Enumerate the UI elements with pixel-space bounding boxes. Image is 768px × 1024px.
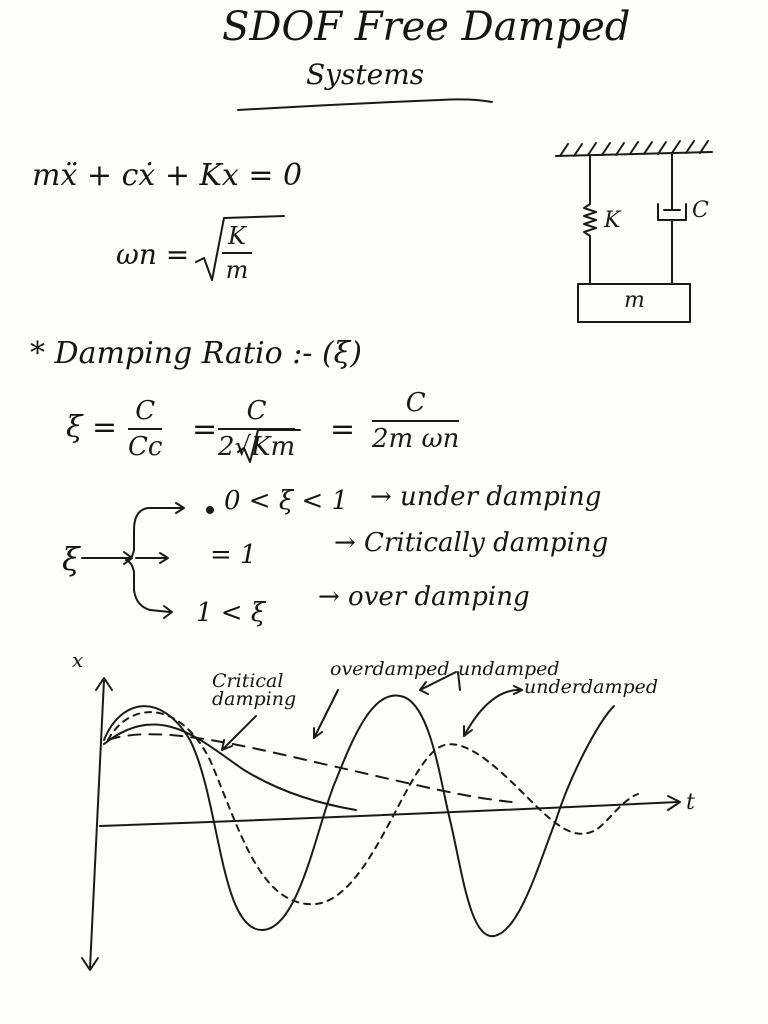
frac1-numerator: C — [128, 396, 163, 430]
equation-of-motion: mẍ + cẋ + Kx = 0 — [32, 158, 303, 193]
damping-ratio-frac-3: C 2m ωn — [372, 388, 460, 454]
damper-label: C — [692, 198, 709, 223]
page-title: SDOF Free Damped — [222, 4, 631, 50]
curve-overdamped — [107, 733, 513, 803]
damping-ratio-lhs: ξ = — [66, 410, 118, 445]
pointer-critical — [221, 715, 257, 751]
pointer-overdamped — [313, 689, 339, 739]
natural-frequency-numerator: K — [222, 222, 252, 254]
spring — [583, 155, 597, 285]
annotation-undamped: undamped — [458, 658, 560, 680]
page-subtitle: Systems — [306, 58, 425, 91]
curve-critical-damping — [103, 723, 357, 811]
damping-ratio-frac-1: C Cc — [128, 396, 163, 462]
case-3-condition: 1 < ξ — [196, 598, 266, 628]
sqrt-sign-km — [237, 429, 301, 463]
pointer-underdamped — [463, 688, 523, 737]
natural-frequency-fraction: K m — [222, 222, 252, 284]
curve-undamped — [103, 694, 615, 938]
frac3-numerator: C — [372, 388, 460, 422]
damping-ratio-heading: * Damping Ratio :- (ξ) — [30, 336, 362, 371]
case-3-result: → over damping — [318, 582, 530, 612]
equals-sign-2: = — [330, 412, 356, 447]
mass-block — [577, 283, 691, 323]
spring-label: K — [604, 208, 621, 233]
frac3-denominator: 2m ωn — [372, 424, 460, 454]
equals-sign-1: = — [192, 412, 218, 447]
graph-x-axis-label: t — [686, 790, 695, 815]
case-2-result: → Critically damping — [334, 528, 609, 558]
annotation-overdamped: overdamped — [330, 658, 450, 680]
frac1-denominator: Cc — [128, 432, 163, 462]
annotation-critical-damping: Critical damping — [212, 670, 297, 710]
natural-frequency-denominator: m — [225, 256, 249, 284]
curve-underdamped — [107, 711, 639, 906]
sqrt-sign — [195, 215, 285, 281]
case-1-result: → under damping — [370, 482, 602, 512]
title-underline — [237, 98, 493, 111]
damper — [657, 153, 687, 285]
mass-label: m — [624, 288, 645, 313]
cases-symbol: ξ — [62, 540, 80, 578]
annotation-underdamped: underdamped — [524, 676, 659, 698]
ceiling-support — [555, 140, 713, 157]
pointer-undamped — [419, 671, 457, 691]
graph-y-axis-label: x — [72, 648, 84, 672]
cases-brace — [81, 502, 214, 619]
case-2-condition: = 1 — [210, 540, 257, 570]
case-1-condition: 0 < ξ < 1 — [224, 486, 349, 516]
graph-axes — [81, 677, 681, 971]
frac2-numerator: C — [218, 396, 296, 430]
natural-frequency-lhs: ωn = — [116, 238, 190, 271]
